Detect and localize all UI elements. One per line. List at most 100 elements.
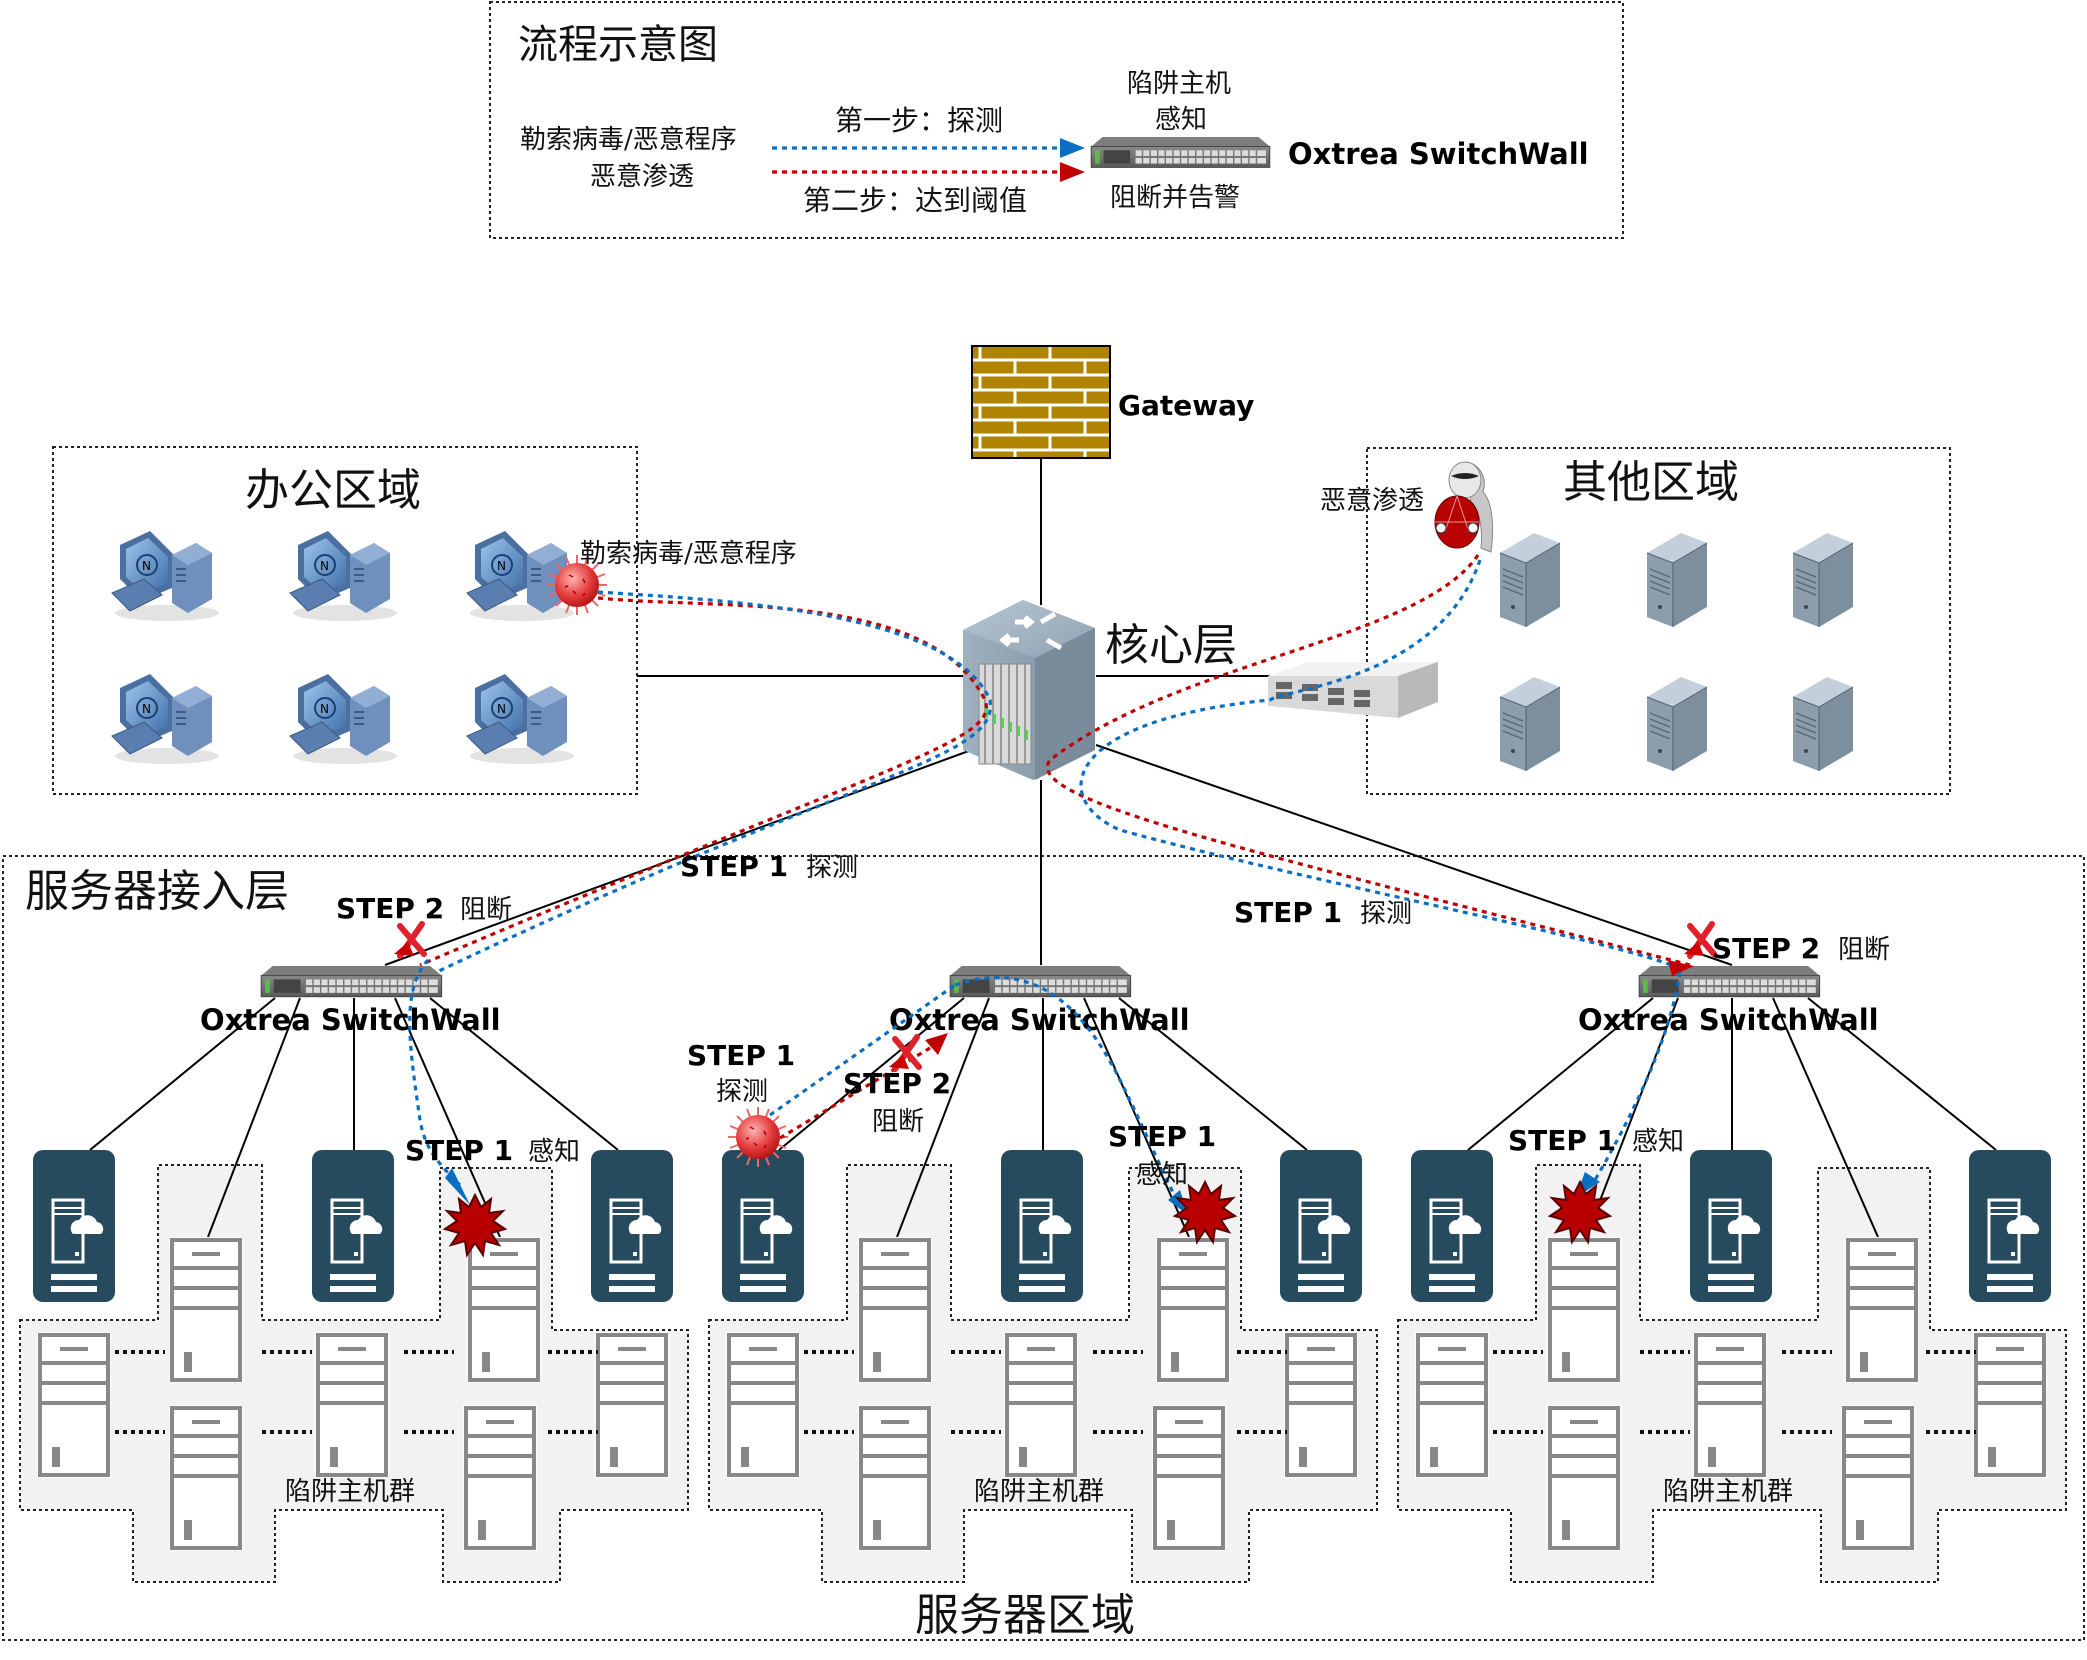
trap-host-icon[interactable] [313, 1330, 391, 1480]
switchwall-label: Oxtrea SwitchWall [889, 1003, 1190, 1037]
other-zone-border [1366, 447, 1951, 795]
block-x-icon [889, 1037, 919, 1069]
cloud-server-icon[interactable] [310, 1148, 396, 1304]
legend-device-top-1: 陷阱主机 [1127, 69, 1231, 99]
trap-host-icon[interactable] [1545, 1403, 1623, 1553]
sense-label: STEP 1 [1508, 1124, 1616, 1157]
sense-path-blue [408, 958, 462, 1187]
trap-host-icon[interactable] [167, 1403, 245, 1553]
sense-text: 感知 [528, 1137, 580, 1167]
link-switch-server [394, 997, 501, 1238]
core-switch-icon[interactable] [963, 600, 1095, 780]
office-pc-icon[interactable] [111, 673, 220, 765]
trap-cluster-label: 陷阱主机群 [1663, 1477, 1793, 1507]
link-switch-server [1467, 997, 1654, 1151]
trap-host-icon[interactable] [1691, 1330, 1769, 1480]
block-arrowhead-icon [1668, 960, 1694, 976]
core-label: 核心层 [1105, 620, 1237, 671]
probe-path-blue [769, 983, 956, 1117]
trap-host-icon[interactable] [593, 1330, 671, 1480]
link-switch-server [207, 997, 301, 1238]
attacker-label: 恶意渗透 [1320, 486, 1424, 516]
legend-box: 流程示意图 勒索病毒/恶意程序 恶意渗透 第一步：探测 第二步：达到阈值 陷阱主… [489, 1, 1624, 239]
trap-host-icon[interactable] [167, 1235, 245, 1385]
probe-text: 探测 [716, 1077, 768, 1107]
cloud-server-icon[interactable] [999, 1148, 1085, 1304]
sense-label: STEP 1 [1108, 1120, 1216, 1153]
cloud-server-icon[interactable] [589, 1148, 675, 1304]
legend-device-name: Oxtrea SwitchWall [1288, 137, 1589, 171]
edge-switch-icon[interactable] [1268, 662, 1438, 718]
link-core-switch-3 [1095, 744, 1733, 966]
office-infected-label: 勒索病毒/恶意程序 [580, 539, 797, 569]
attacker-icon[interactable] [1434, 461, 1494, 553]
firewall-icon[interactable] [971, 345, 1111, 459]
trap-host-icon[interactable] [856, 1235, 934, 1385]
trap-host-icon[interactable] [724, 1330, 802, 1480]
cloud-server-icon[interactable] [1278, 1148, 1364, 1304]
trap-host-icon[interactable] [461, 1403, 539, 1553]
other-server-icon[interactable] [1646, 532, 1708, 628]
sense-text: 感知 [1632, 1127, 1684, 1157]
link-switch-server [89, 997, 276, 1151]
switchwall-icon[interactable] [260, 965, 443, 998]
other-server-icon[interactable] [1792, 676, 1854, 772]
legend-title: 流程示意图 [518, 22, 718, 68]
trap-host-icon[interactable] [465, 1235, 543, 1385]
other-server-icon[interactable] [1646, 676, 1708, 772]
link-switch-server [1585, 997, 1679, 1238]
other-server-icon[interactable] [1792, 532, 1854, 628]
trap-host-icon[interactable] [1413, 1330, 1491, 1480]
sense-path-blue [1593, 971, 1682, 1181]
sense-path-blue [954, 976, 1182, 1206]
legend-border [489, 1, 1624, 239]
switchwall-icon[interactable] [949, 965, 1132, 998]
trap-host-icon[interactable] [1154, 1235, 1232, 1385]
other-zone-title: 其他区域 [1563, 457, 1739, 508]
cloud-server-icon[interactable] [31, 1148, 117, 1304]
trap-host-icon[interactable] [35, 1330, 113, 1480]
office-zone-title: 办公区域 [245, 465, 421, 516]
office-pc-icon[interactable] [111, 530, 220, 622]
legend-device-bottom: 阻断并告警 [1110, 183, 1240, 213]
legend-step2-arrowhead-icon [1060, 162, 1085, 182]
block-arrowhead-icon [925, 1033, 948, 1055]
step2-label: STEP 2 [843, 1067, 951, 1100]
office-pc-icon[interactable] [466, 673, 575, 765]
attack-path-blue-attacker-right [1079, 559, 1682, 972]
server-access-title: 服务器接入层 [25, 866, 289, 917]
office-pc-icon[interactable] [289, 673, 398, 765]
server-zone-border [2, 855, 2085, 1641]
trap-host-icon[interactable] [1150, 1403, 1228, 1553]
switchwall-label: Oxtrea SwitchWall [200, 1003, 501, 1037]
cloud-server-icon[interactable] [720, 1148, 806, 1304]
cloud-server-icon[interactable] [1967, 1148, 2053, 1304]
probe-label-right: STEP 1 [1234, 896, 1342, 929]
trap-host-icon[interactable] [1002, 1330, 1080, 1480]
office-pc-icon[interactable] [289, 530, 398, 622]
sense-label: STEP 1 [405, 1134, 513, 1167]
trap-host-icon[interactable] [1545, 1235, 1623, 1385]
server-zone-title: 服务器区域 [915, 1590, 1135, 1641]
step2-text: 阻断 [1838, 935, 1890, 965]
probe-label-left: STEP 1 [680, 850, 788, 883]
other-server-icon[interactable] [1499, 676, 1561, 772]
step2-label: STEP 2 [336, 892, 444, 925]
block-x-icon [1684, 924, 1714, 956]
cloud-server-icon[interactable] [1688, 1148, 1774, 1304]
switchwall-icon[interactable] [1638, 965, 1821, 998]
other-server-icon[interactable] [1499, 532, 1561, 628]
step2-text: 阻断 [460, 895, 512, 925]
trap-host-icon[interactable] [1839, 1403, 1917, 1553]
legend-step1-label: 第一步：探测 [835, 104, 1003, 137]
trap-host-icon[interactable] [1971, 1330, 2049, 1480]
trap-host-icon[interactable] [856, 1403, 934, 1553]
trap-host-icon[interactable] [1843, 1235, 1921, 1385]
virus-icon-server[interactable] [727, 1106, 789, 1168]
cloud-server-icon[interactable] [1409, 1148, 1495, 1304]
trap-host-icon[interactable] [1282, 1330, 1360, 1480]
